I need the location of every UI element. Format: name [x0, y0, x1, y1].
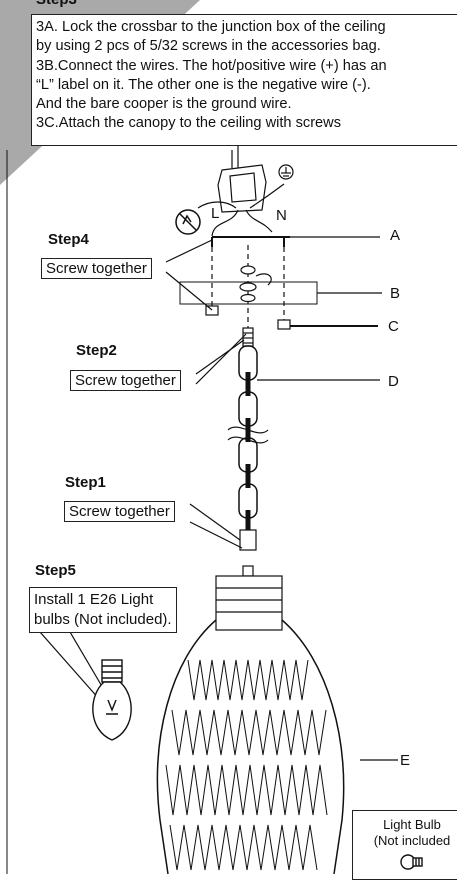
step5-callout-line: bulbs (Not included).: [34, 610, 172, 630]
part-label-e: E: [400, 752, 410, 769]
step4-callout: Screw together: [41, 258, 152, 279]
step1-title: Step1: [65, 474, 106, 491]
step5-title: Step5: [35, 562, 76, 579]
step5-callout: Install 1 E26 Light bulbs (Not included)…: [29, 587, 177, 633]
light-bulb-note-line: (Not included: [353, 833, 457, 849]
no-touch-warning-icon: [176, 210, 200, 234]
step4-title: Step4: [48, 231, 89, 248]
step2-title: Step2: [76, 342, 117, 359]
ground-symbol-icon: [279, 165, 293, 179]
wire-label-l: L: [211, 205, 219, 222]
light-bulb-icon: [93, 660, 131, 740]
part-label-a: A: [390, 227, 400, 244]
step5-callout-line: Install 1 E26 Light: [34, 590, 172, 610]
light-bulb-note-line: Light Bulb: [353, 817, 457, 833]
small-bulb-icon: [397, 851, 427, 871]
part-label-b: B: [390, 285, 400, 302]
part-label-d: D: [388, 373, 399, 390]
wire-label-n: N: [276, 207, 287, 224]
step2-callout: Screw together: [70, 370, 181, 391]
part-label-c: C: [388, 318, 399, 335]
light-bulb-note: Light Bulb (Not included: [352, 810, 457, 880]
step1-callout: Screw together: [64, 501, 175, 522]
